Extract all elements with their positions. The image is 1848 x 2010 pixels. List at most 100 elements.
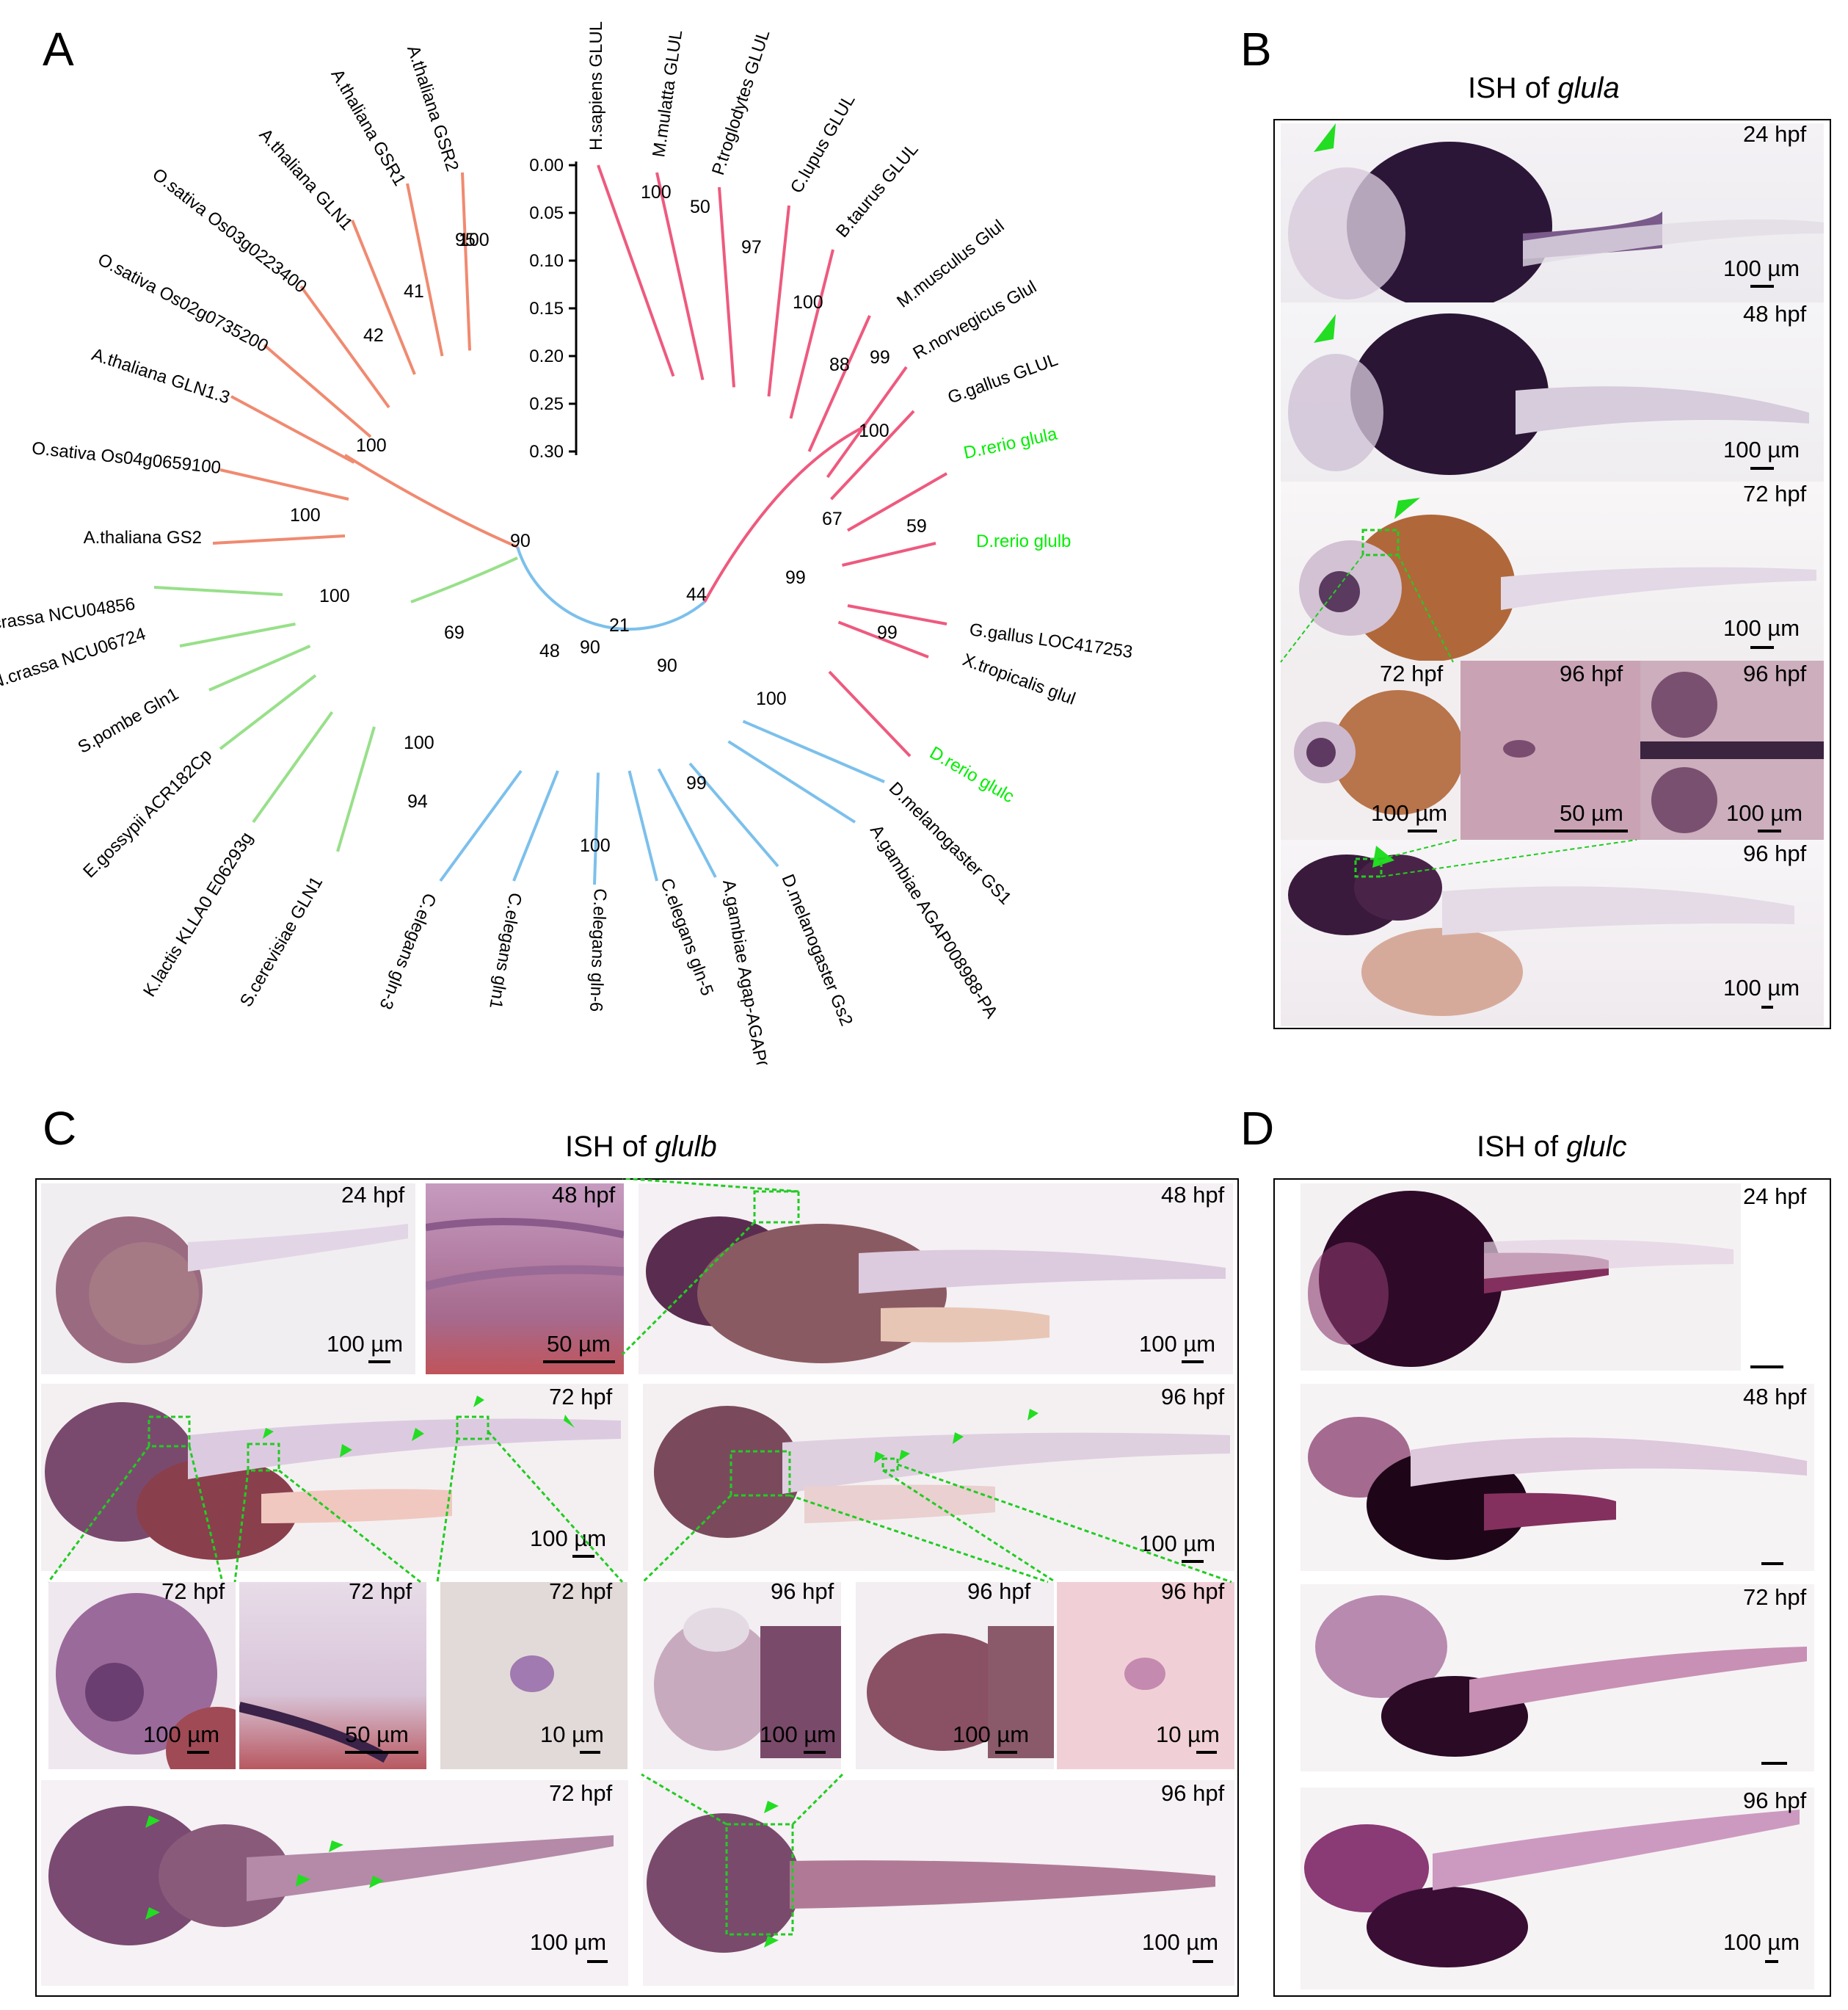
tree-bootstrap-value: 48 [539, 641, 560, 661]
b-inset2-scale: 50 µm [1560, 800, 1623, 826]
b-inset3-stage: 96 hpf [1743, 661, 1807, 686]
tree-leaf-label: S.pombe Gln1 [75, 684, 182, 758]
tree-bootstrap-value: 99 [785, 567, 806, 588]
tree-leaf-label: M.mulatta GLUL [649, 29, 686, 159]
tree-branch [512, 770, 559, 882]
tree-branch [657, 768, 717, 878]
tree-branch [807, 315, 871, 452]
c-bottom1-stage: 72 hpf [549, 1780, 613, 1806]
b-arrow-96hpf [1372, 846, 1394, 868]
tree-leaf-label: A.thaliana GSR1 [327, 66, 410, 189]
panel-c-48hpf-image [639, 1183, 1233, 1374]
tree-bootstrap-value: 100 [641, 182, 672, 203]
tree-leaf-label: H.sapiens GLUL [586, 21, 606, 150]
tree-plant-stem [343, 454, 518, 548]
scale-tick-label: 0.05 [529, 203, 564, 223]
tree-bootstrap-value: 100 [459, 230, 490, 250]
tree-bootstrap-value: 69 [444, 623, 465, 643]
tree-leaf-label: A.gambiae Agap-AGAP002355 [719, 878, 780, 1064]
c-mid1-stage: 72 hpf [549, 1384, 613, 1409]
tree-branch [826, 366, 908, 479]
tree-branch [828, 670, 912, 758]
tree-leaf-label: K.lactis KLLA0 E06293g [139, 829, 257, 1001]
panel-b-inset-72hpf [1281, 661, 1460, 840]
b-row2-scale: 100 µm [1723, 437, 1800, 462]
panel-c-24hpf-image [41, 1183, 415, 1374]
panel-d-letter: D [1240, 1102, 1275, 1155]
tree-branch [742, 719, 885, 783]
tree-branch [847, 604, 947, 625]
tree-leaf-label: B.taurus GLUL [832, 139, 923, 242]
panel-d-24hpf-image [1300, 1183, 1741, 1371]
b-row3-scale: 100 µm [1723, 615, 1800, 641]
c-mid2-stage: 96 hpf [1161, 1384, 1225, 1409]
b-arrow-48hpf [1314, 314, 1336, 343]
c-inset3-stage: 72 hpf [549, 1578, 613, 1604]
tree-leaf-label: A.gambiae AGAP008988-PA [866, 821, 1002, 1022]
panel-b-inset-96hpf-dorsal [1640, 661, 1824, 840]
b-row1-stage: 24 hpf [1743, 121, 1807, 147]
tree-leaf-label: C.elegans gln-6 [586, 888, 610, 1012]
tree-branch [655, 172, 705, 380]
b-inset3-scale: 100 µm [1726, 800, 1803, 826]
tree-vertebrate-stem [703, 424, 867, 603]
tree-branch [727, 740, 856, 824]
tree-branch [789, 249, 834, 419]
d-row1-scale-bar [1750, 1365, 1783, 1368]
tree-leaf-label: C.elegans gln-5 [656, 876, 717, 998]
tree-branch [767, 205, 790, 397]
c-bottom1-scale-bar [587, 1960, 608, 1963]
c-inset4-scale-bar [804, 1751, 826, 1754]
c-top1-scale-bar [368, 1360, 390, 1363]
tree-bootstrap-value: 42 [363, 325, 384, 346]
tree-branch [406, 183, 444, 357]
panel-c-48hpf-zoom-image [426, 1183, 624, 1374]
tree-branch [718, 186, 735, 388]
c-mid1-scale: 100 µm [530, 1525, 607, 1551]
panel-b-annotations [1280, 123, 1637, 878]
tree-leaf-label: A.thaliana GLN1.3 [90, 344, 233, 407]
scale-tick-label: 0.20 [529, 347, 564, 366]
b-inset2-stage: 96 hpf [1560, 661, 1623, 686]
tree-bootstrap-value: 90 [657, 656, 677, 676]
tree-bootstrap-value: 100 [756, 689, 787, 709]
panel-d-title: ISH of glulc [1477, 1131, 1627, 1163]
tree-leaf-label: D.rerio glulb [976, 531, 1071, 551]
b-inset1-scale: 100 µm [1371, 800, 1448, 826]
d-row3-scale-bar [1761, 1762, 1787, 1765]
tree-branch [351, 219, 416, 375]
tree-bootstrap-value: 90 [510, 531, 531, 551]
c-inset2-scale-bar [345, 1751, 418, 1754]
tree-bootstrap-value: 90 [580, 637, 600, 658]
tree-branch [219, 674, 317, 750]
tree-bootstrap-value: 41 [404, 281, 424, 302]
c-inset2-stage: 72 hpf [349, 1578, 412, 1604]
d-row4-scale-bar [1765, 1960, 1778, 1963]
scale-tick-label: 0.30 [529, 442, 564, 462]
c-arrow-1 [263, 1428, 274, 1439]
tree-bootstrap-value: 95 [455, 230, 476, 250]
tree-bootstrap-value: 100 [319, 586, 350, 606]
tree-branch [837, 620, 929, 658]
panel-b-inset-96hpf-zoom [1460, 661, 1640, 840]
c-top1-scale: 100 µm [327, 1331, 404, 1357]
b-row2-stage: 48 hpf [1743, 301, 1807, 327]
tree-branch [336, 726, 376, 852]
tree-leaf-label: G.gallus GLUL [945, 349, 1061, 407]
b-box-96hpf [1354, 857, 1383, 878]
tree-bootstrap-value: 50 [690, 197, 710, 217]
panel-d-96hpf-image [1300, 1788, 1814, 1989]
c-bottom2-stage: 96 hpf [1161, 1780, 1225, 1806]
tree-branch [688, 762, 779, 868]
tree-bootstrap-value: 100 [404, 733, 434, 753]
tree-leaf-label: C.elegans gln-3 [375, 890, 440, 1012]
scale-tick-label: 0.25 [529, 394, 564, 414]
tree-leaf-label: A.thaliana GLN1 [255, 125, 357, 234]
tree-bootstrap-value: 88 [829, 355, 850, 375]
c-inset3-scale-bar [580, 1751, 600, 1754]
d-row2-stage: 48 hpf [1743, 1384, 1807, 1409]
c-top1-stage: 24 hpf [341, 1182, 405, 1208]
tree-branch [179, 623, 296, 647]
tree-bootstrap-value: 99 [870, 347, 890, 368]
